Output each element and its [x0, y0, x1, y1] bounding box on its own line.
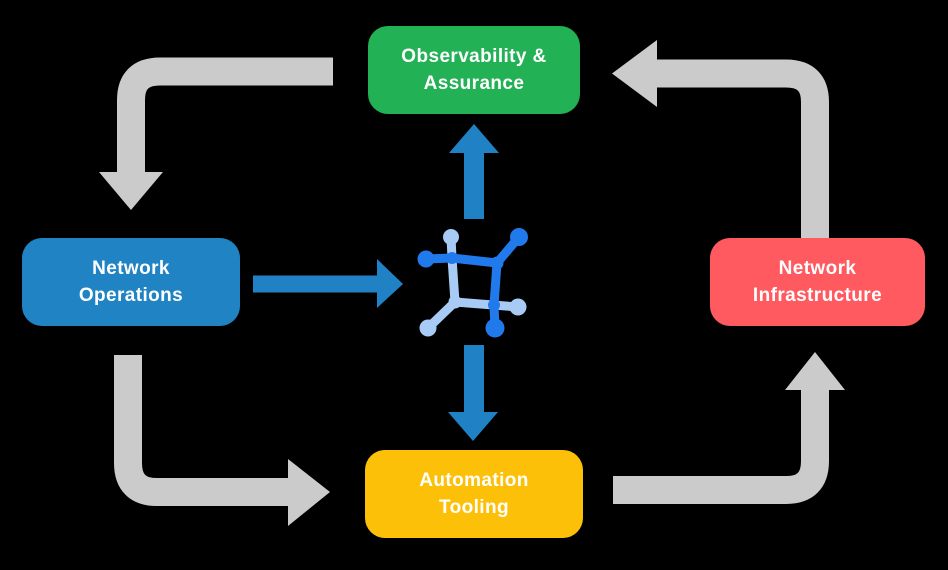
node-label-line1: Observability &: [401, 46, 547, 67]
network-mesh-icon-light-nodes: [419, 229, 527, 337]
icon-node: [446, 252, 458, 264]
icon-node: [443, 229, 459, 245]
icon-node: [419, 319, 437, 337]
icon-node: [488, 299, 500, 311]
arrowhead-up-icon: [449, 124, 499, 153]
icon-line: [489, 258, 502, 333]
node-network-operations: Network Operations: [22, 238, 240, 326]
icon-node: [490, 256, 504, 270]
icon-node: [485, 318, 505, 338]
node-label-line2: Operations: [78, 285, 184, 306]
arrowhead-right-icon: [377, 259, 403, 308]
flow-arrows-heads: [377, 124, 499, 441]
flow-arrows-shafts: [253, 152, 484, 413]
arrowhead-up-icon: [785, 352, 845, 390]
icon-line: [446, 232, 460, 307]
icon-line: [450, 297, 523, 312]
network-mesh-icon-dark-nodes: [417, 228, 528, 338]
cycle-arrow-observability-to-operations: [117, 57, 333, 174]
cycle-arrow-operations-to-automation: [114, 355, 288, 506]
network-mesh-icon: [417, 228, 528, 338]
cycle-arrows-shafts: [114, 57, 829, 506]
icon-node: [509, 298, 527, 316]
node-label-line1: Network: [92, 258, 170, 279]
node-network-infrastructure: Network Infrastructure: [710, 238, 925, 326]
node-label-line2: Assurance: [423, 73, 525, 94]
arrowhead-down-icon: [448, 412, 498, 441]
arrowhead-left-icon: [612, 40, 657, 107]
cycle-arrow-infrastructure-to-observability: [657, 59, 829, 239]
node-label-line2: Tooling: [439, 497, 509, 518]
arrowhead-right-icon: [288, 459, 330, 526]
cycle-arrows-heads: [99, 40, 845, 526]
icon-line: [421, 253, 502, 268]
node-automation-tooling: Automation Tooling: [365, 450, 583, 538]
node-label-line2: Infrastructure: [752, 285, 883, 306]
node-observability-assurance: Observability & Assurance: [368, 26, 580, 114]
icon-node: [448, 295, 462, 309]
node-label-line1: Network: [778, 258, 857, 279]
cycle-arrow-automation-to-infrastructure: [613, 390, 829, 504]
arrowhead-down-icon: [99, 172, 163, 210]
icon-node: [510, 228, 528, 246]
icon-node: [417, 250, 435, 268]
node-label-line1: Automation: [419, 470, 529, 491]
